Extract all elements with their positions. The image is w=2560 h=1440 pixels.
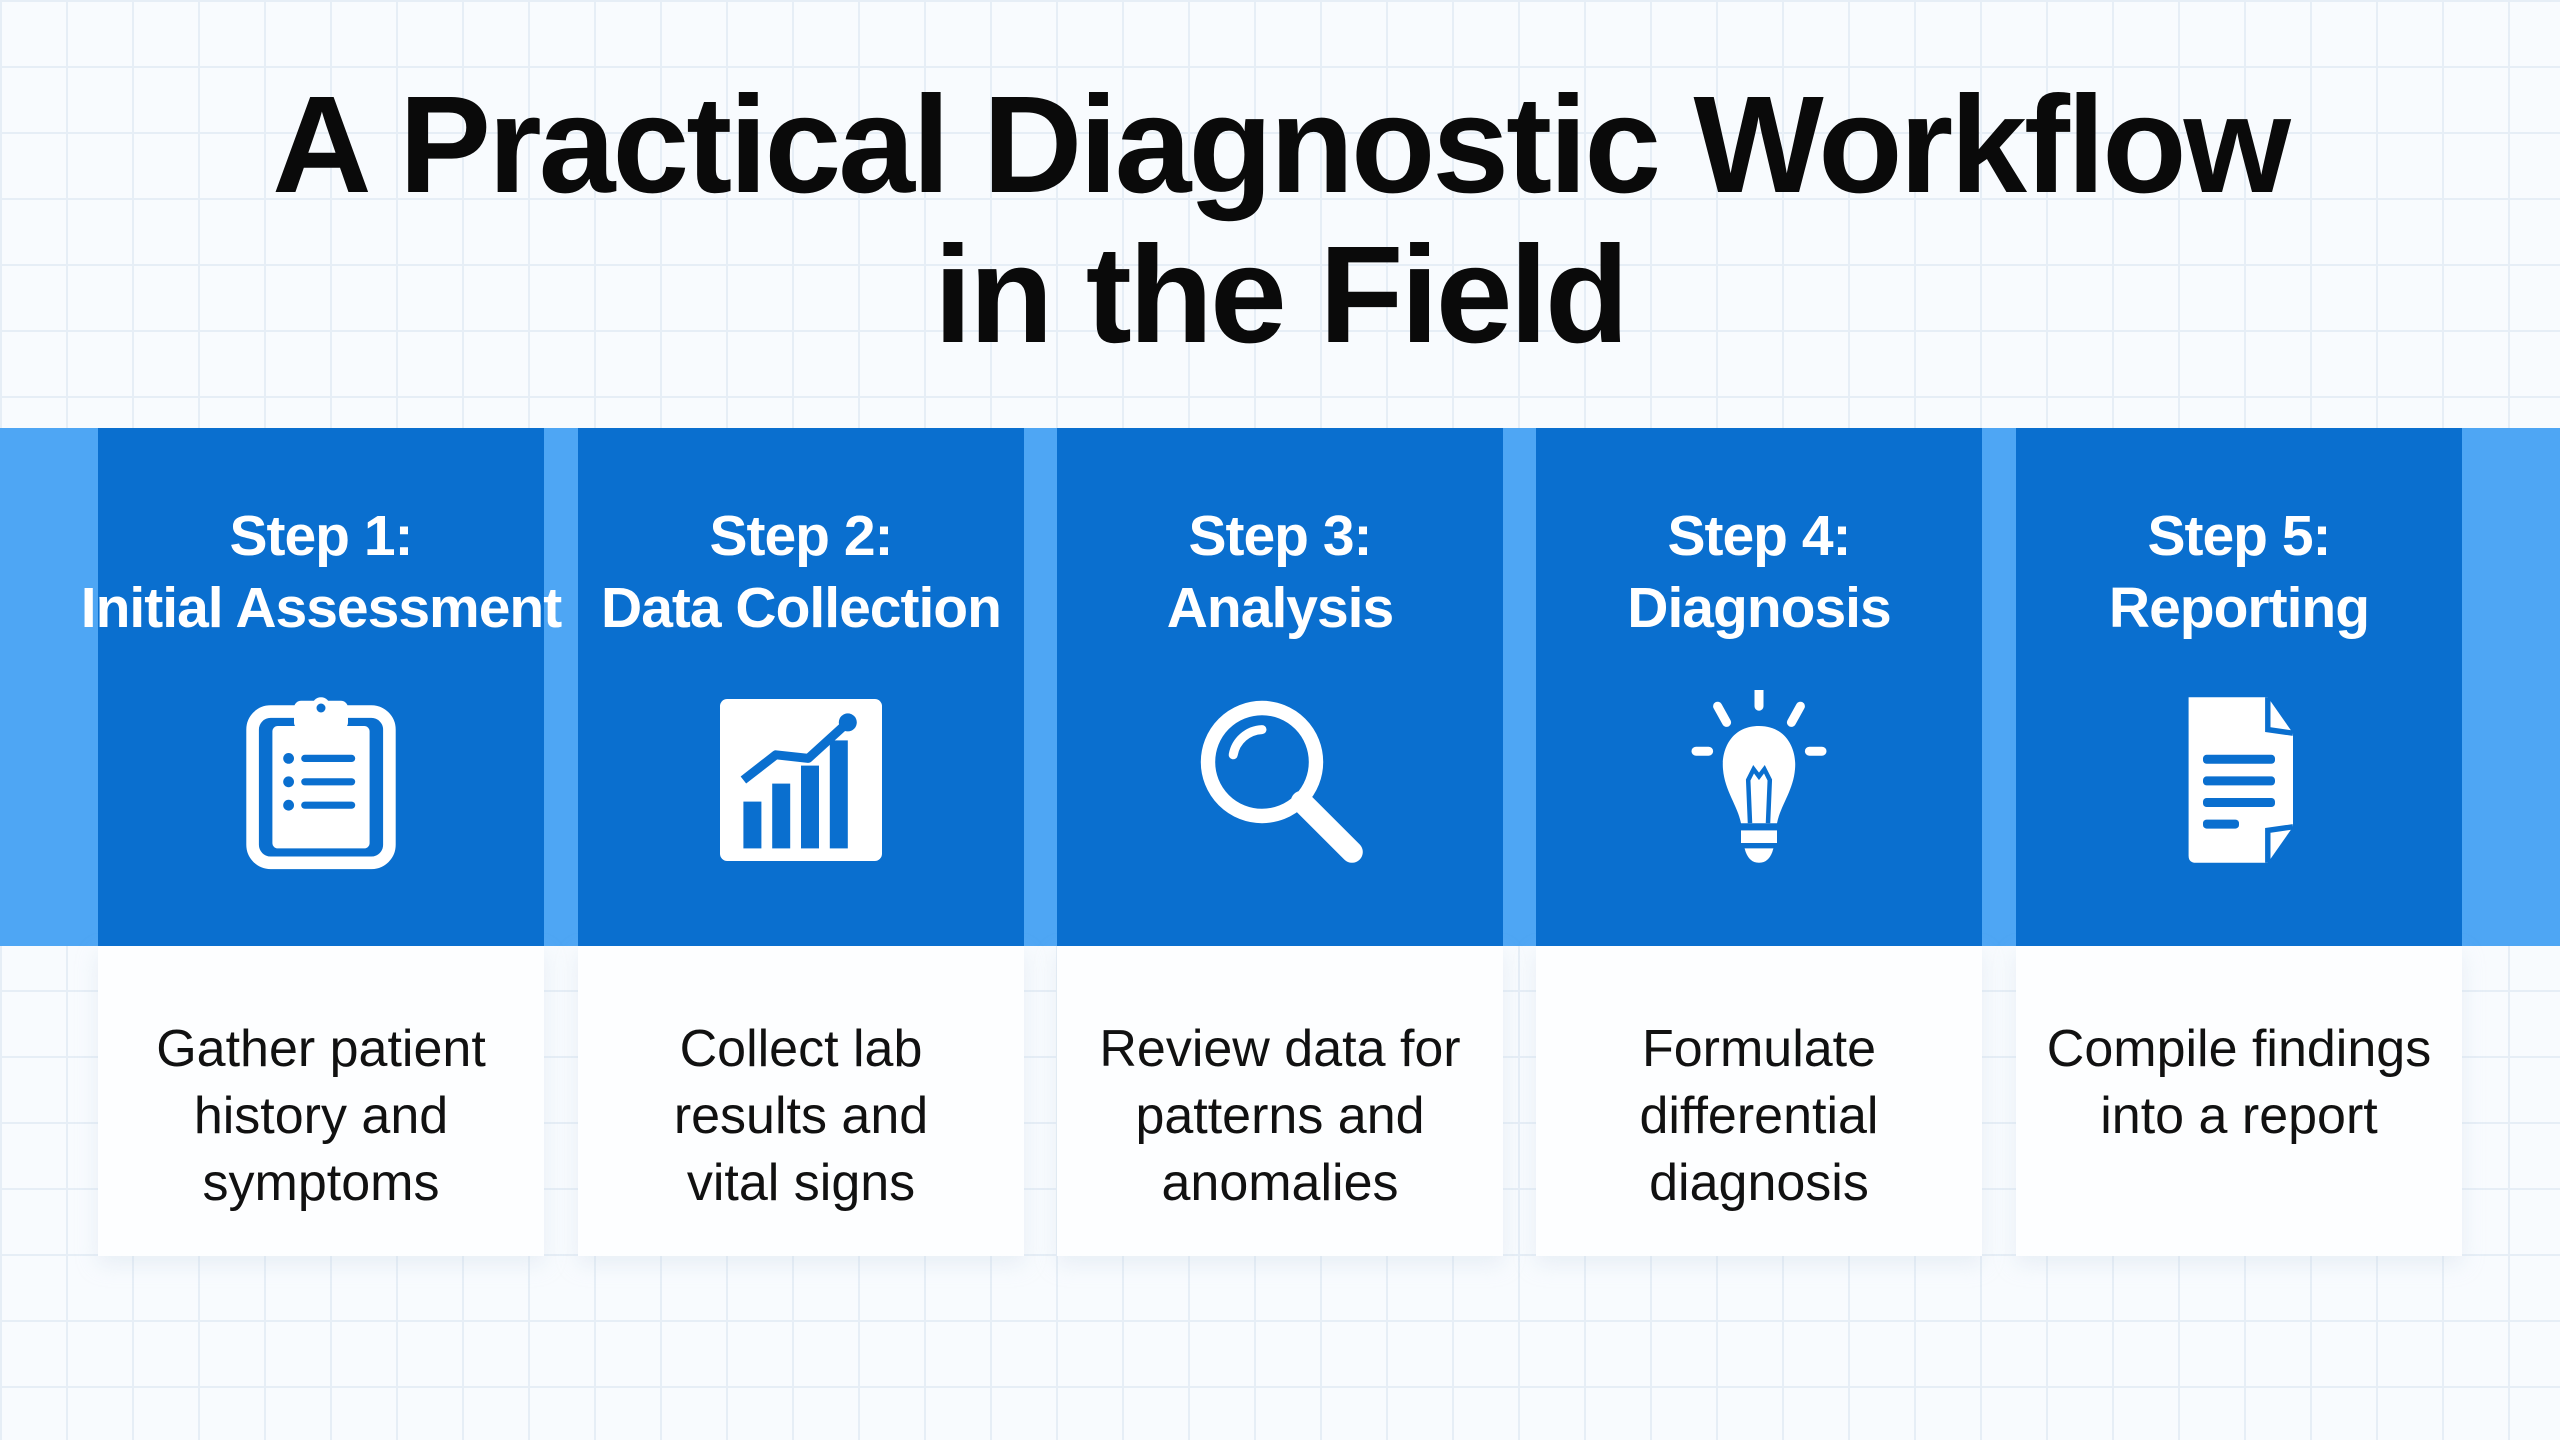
- step-name: Reporting: [2108, 576, 2370, 640]
- step-name: Analysis: [1166, 576, 1394, 640]
- title-line-1: A Practical Diagnostic Workflow: [272, 68, 2291, 222]
- step-number: Step 5:: [2147, 504, 2331, 568]
- step-name: Diagnosis: [1627, 576, 1891, 640]
- document-icon: [2188, 697, 2294, 863]
- title-line-2: in the Field: [933, 218, 1629, 372]
- step-card-1: Step 1: Initial Assessment Gather patient…: [81, 428, 562, 1256]
- bar-chart-icon: [720, 699, 882, 861]
- step-number: Step 2:: [709, 504, 893, 568]
- step-name: Initial Assessment: [80, 576, 562, 640]
- lightbulb-icon: [1691, 690, 1827, 863]
- step-number: Step 1:: [229, 504, 413, 568]
- clipboard-icon: [246, 697, 396, 870]
- step-number: Step 4:: [1667, 504, 1851, 568]
- step-name: Data Collection: [601, 576, 1002, 640]
- step-number: Step 3:: [1188, 504, 1372, 568]
- page-title: A Practical Diagnostic Workflow in the F…: [0, 70, 2560, 370]
- magnifier-icon: [1200, 700, 1363, 863]
